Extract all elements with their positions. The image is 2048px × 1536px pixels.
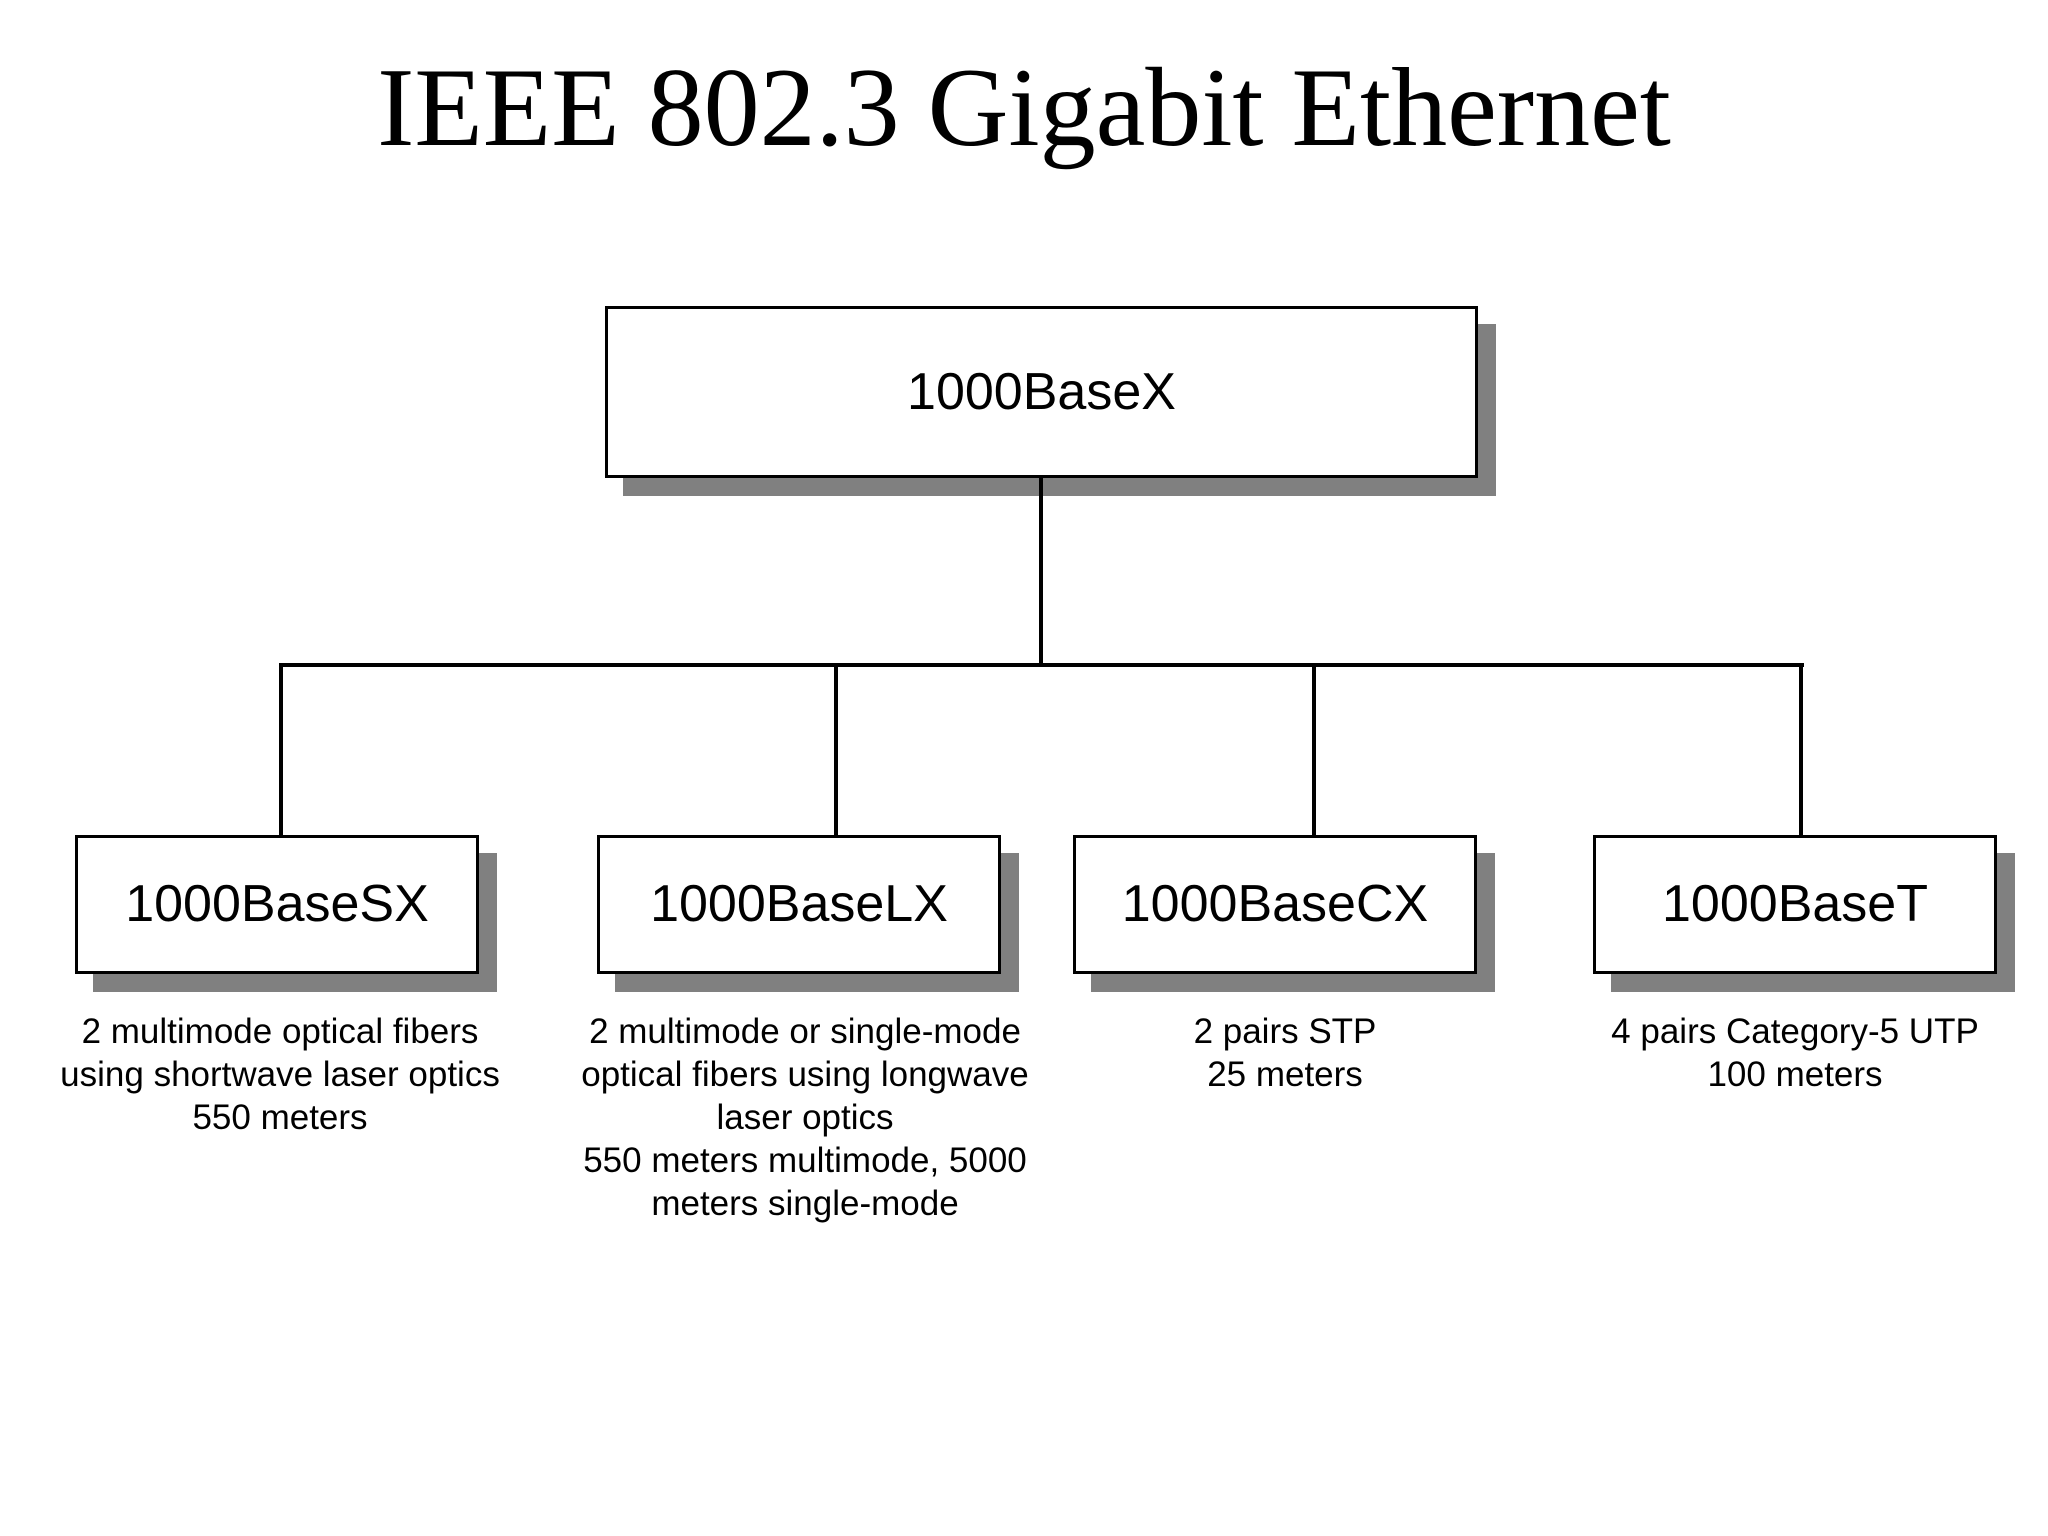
node-label: 1000BaseSX [125,875,429,934]
caption-1000basesx: 2 multimode optical fibers using shortwa… [60,1012,500,1137]
node-1000basecx[interactable]: 1000BaseCX [1073,835,1477,974]
connector-horizontal-bus [281,663,1804,667]
node-1000basesx[interactable]: 1000BaseSX [75,835,479,974]
node-label: 1000BaseX [907,362,1176,421]
node-1000basex[interactable]: 1000BaseX [605,306,1478,478]
caption-1000baselx: 2 multimode or single-mode optical fiber… [581,1012,1029,1223]
connector-drop-1000baset [1799,663,1803,838]
node-1000baset[interactable]: 1000BaseT [1593,835,1997,974]
node-label: 1000BaseT [1662,875,1928,934]
caption-1000baset: 4 pairs Category-5 UTP 100 meters [1611,1012,1979,1094]
connector-trunk-vertical [1039,477,1043,667]
page-title: IEEE 802.3 Gigabit Ethernet [377,46,1671,170]
connector-drop-1000basecx [1312,663,1316,838]
node-1000baselx[interactable]: 1000BaseLX [597,835,1001,974]
node-label: 1000BaseCX [1121,875,1429,934]
node-label: 1000BaseLX [650,875,948,934]
connector-drop-1000baselx [834,663,838,838]
caption-1000basecx: 2 pairs STP 25 meters [1193,1012,1377,1094]
connector-drop-1000basesx [279,663,283,838]
